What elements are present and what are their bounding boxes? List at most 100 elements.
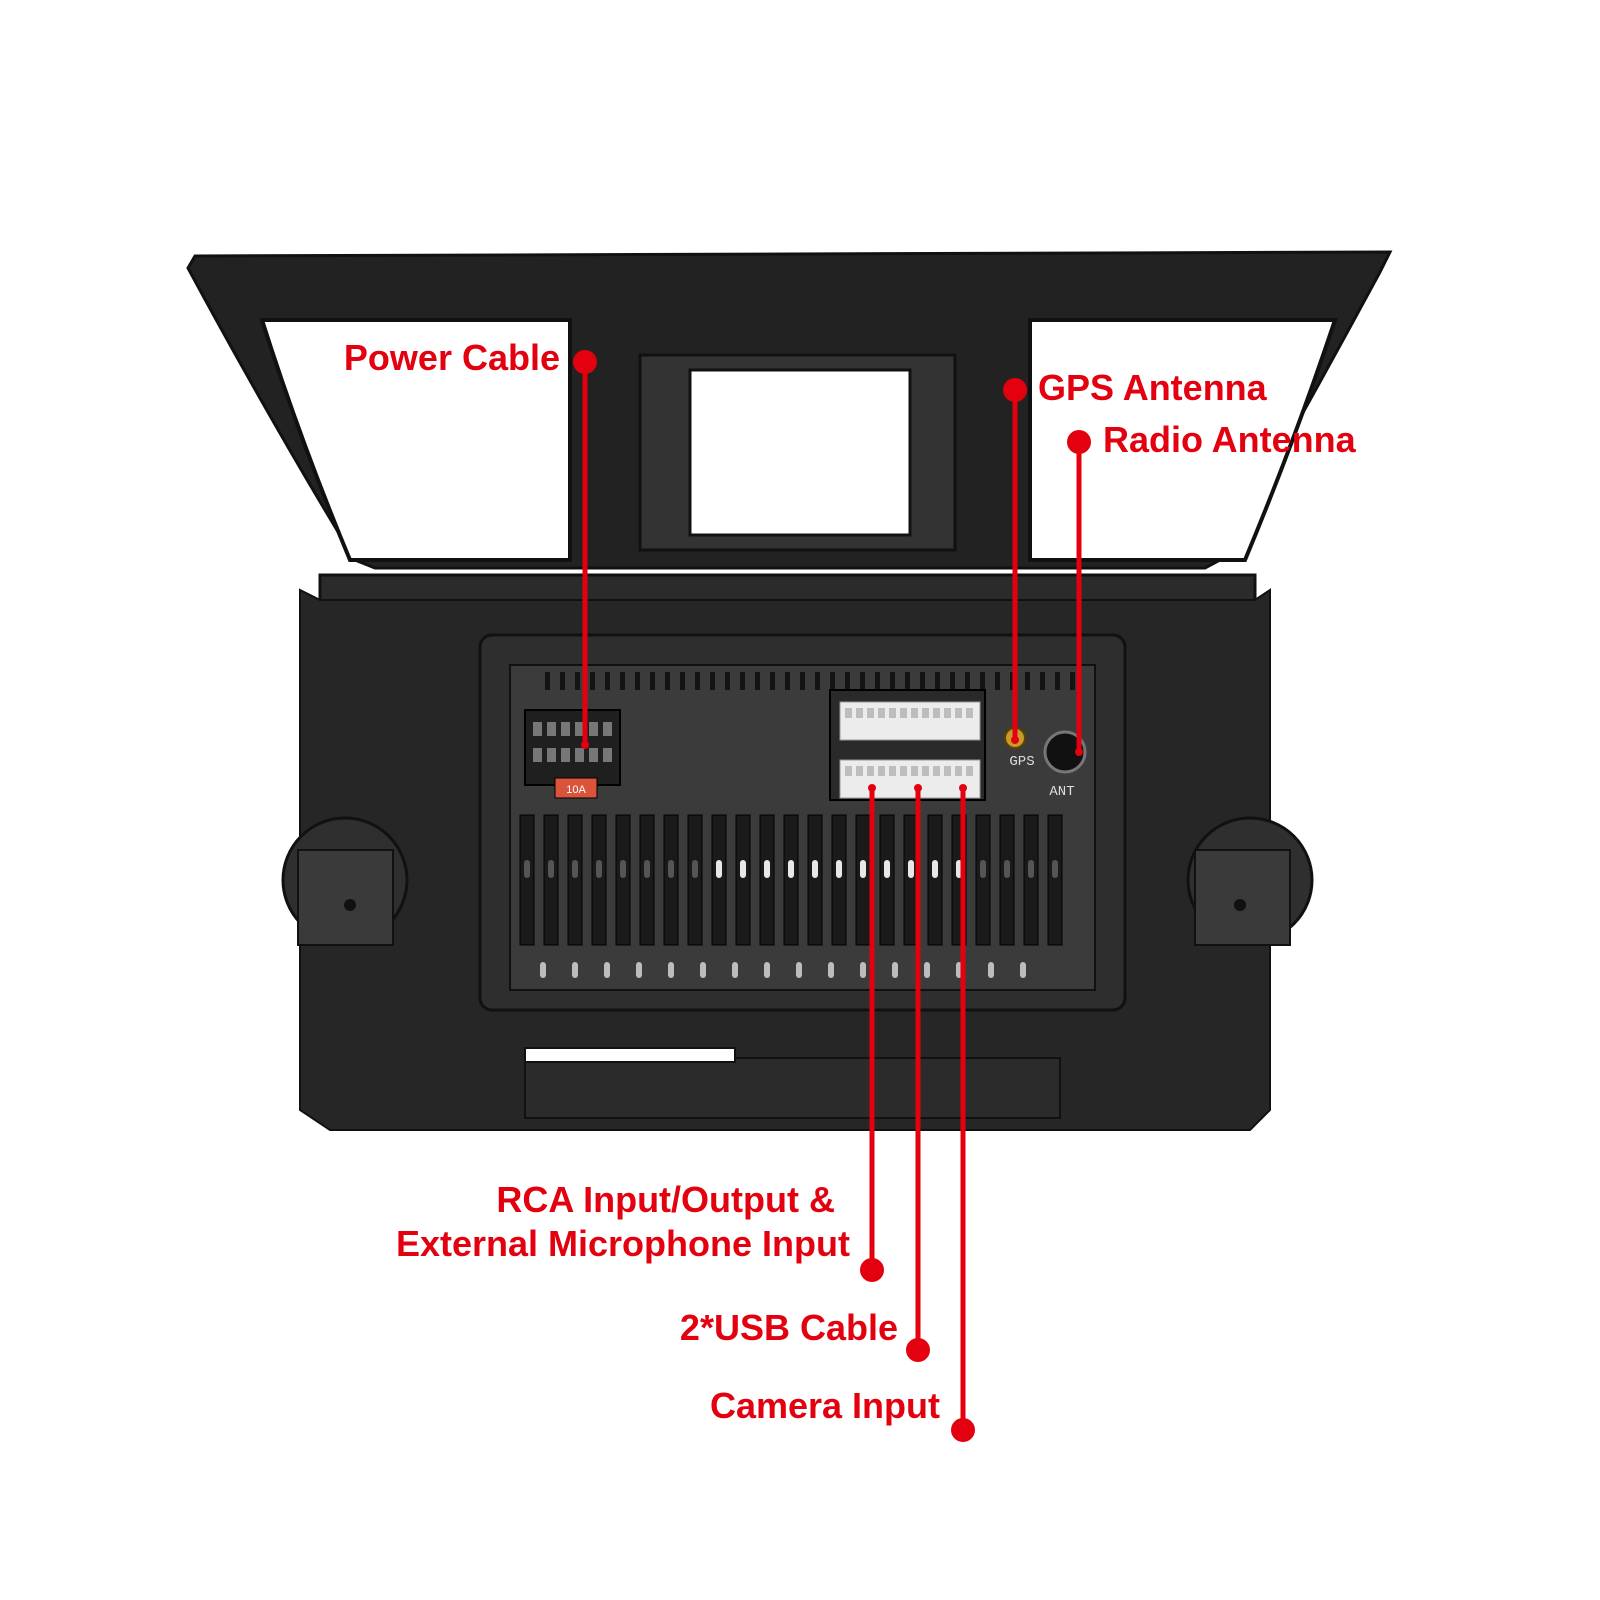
fin-hole	[1004, 860, 1010, 878]
harness-pin	[922, 766, 929, 776]
fin-hole	[668, 860, 674, 878]
heatsink-fin	[1023, 814, 1039, 946]
vent-fin	[590, 672, 595, 690]
vent-slot	[732, 962, 738, 978]
harness-pin	[933, 708, 940, 718]
power-pin	[589, 748, 598, 762]
vent-fin	[560, 672, 565, 690]
vent-slot	[604, 962, 610, 978]
callout-lines	[573, 350, 1091, 1442]
heatsink-fin	[855, 814, 871, 946]
vent-slot	[924, 962, 930, 978]
callout-radio-antenna: Radio Antenna	[1103, 419, 1356, 460]
harness-pin	[955, 766, 962, 776]
harness-pin	[900, 708, 907, 718]
radio-dot-port	[1075, 748, 1083, 756]
vent-fin	[725, 672, 730, 690]
callout-power-cable: Power Cable	[343, 337, 560, 378]
fin-hole	[812, 860, 818, 878]
heatsink-fin	[975, 814, 991, 946]
vent-fin	[935, 672, 940, 690]
usb-dot-port	[914, 784, 922, 792]
harness-connector-bottom	[839, 759, 981, 799]
vent-fin	[800, 672, 805, 690]
heatsink-fin	[543, 814, 559, 946]
trim-openings	[259, 318, 1338, 562]
vent-slot	[860, 962, 866, 978]
harness-pin	[889, 708, 896, 718]
vent-fin	[695, 672, 700, 690]
fin-hole	[884, 860, 890, 878]
heatsink-fin	[711, 814, 727, 946]
power-pin	[589, 722, 598, 736]
harness-pin	[889, 766, 896, 776]
vent-fin	[980, 672, 985, 690]
fin-hole	[644, 860, 650, 878]
harness-pin	[845, 708, 852, 718]
vent-fin	[605, 672, 610, 690]
heatsink-fin	[735, 814, 751, 946]
harness-pin	[944, 708, 951, 718]
radio-dot-label	[1067, 430, 1091, 454]
fin-hole	[908, 860, 914, 878]
vent-fin	[1025, 672, 1030, 690]
heatsink-fin	[663, 814, 679, 946]
power-pin	[575, 748, 584, 762]
callout-gps-antenna: GPS Antenna	[1038, 367, 1267, 408]
vent-fin	[740, 672, 745, 690]
mounting-ears	[281, 816, 1314, 946]
power-pin	[547, 722, 556, 736]
vent-slot	[668, 962, 674, 978]
harness-pin	[867, 766, 874, 776]
vent-fin	[635, 672, 640, 690]
harness-pin	[845, 766, 852, 776]
heatsink-fin	[879, 814, 895, 946]
harness-pin	[878, 708, 885, 718]
rca-dot-label	[860, 1258, 884, 1282]
power-dot-label	[573, 350, 597, 374]
lower-bezel	[524, 1047, 1061, 1119]
vent-slot	[764, 962, 770, 978]
fin-hole	[764, 860, 770, 878]
harness-connector-pins	[845, 708, 973, 776]
vent-fin	[785, 672, 790, 690]
gps-dot-port	[1011, 736, 1019, 744]
harness-pin	[944, 766, 951, 776]
vent-fin	[665, 672, 670, 690]
vent-fin	[905, 672, 910, 690]
power-pin	[561, 722, 570, 736]
heatsink-fin	[807, 814, 823, 946]
fuse-label: 10A	[566, 784, 586, 796]
chassis	[478, 633, 1127, 1012]
vent-slot	[636, 962, 642, 978]
heatsink-fin	[927, 814, 943, 946]
rca-dot-port	[868, 784, 876, 792]
fin-hole	[788, 860, 794, 878]
vent-fin	[770, 672, 775, 690]
vent-fin	[710, 672, 715, 690]
heatsink-fin	[999, 814, 1015, 946]
power-pin	[547, 748, 556, 762]
vent-fin	[545, 672, 550, 690]
heatsink-fin	[639, 814, 655, 946]
power-dot-port	[581, 741, 589, 749]
harness-pin	[966, 708, 973, 718]
heatsink-fin	[759, 814, 775, 946]
heatsink-fin	[1047, 814, 1063, 946]
ports: 10A GPS ANT	[524, 689, 1087, 801]
fin-hole	[1028, 860, 1034, 878]
fin-hole	[620, 860, 626, 878]
callout-camera-input: Camera Input	[709, 1385, 940, 1426]
power-connector-pins	[533, 722, 612, 762]
harness-pin	[955, 708, 962, 718]
ant-socket	[1043, 730, 1087, 774]
vent-fin	[650, 672, 655, 690]
vent-fin	[890, 672, 895, 690]
vent-fin	[920, 672, 925, 690]
camera-dot-port	[959, 784, 967, 792]
vent-fin	[815, 672, 820, 690]
fin-hole	[524, 860, 530, 878]
power-connector	[524, 709, 621, 786]
vent-slot	[572, 962, 578, 978]
harness-pin	[867, 708, 874, 718]
